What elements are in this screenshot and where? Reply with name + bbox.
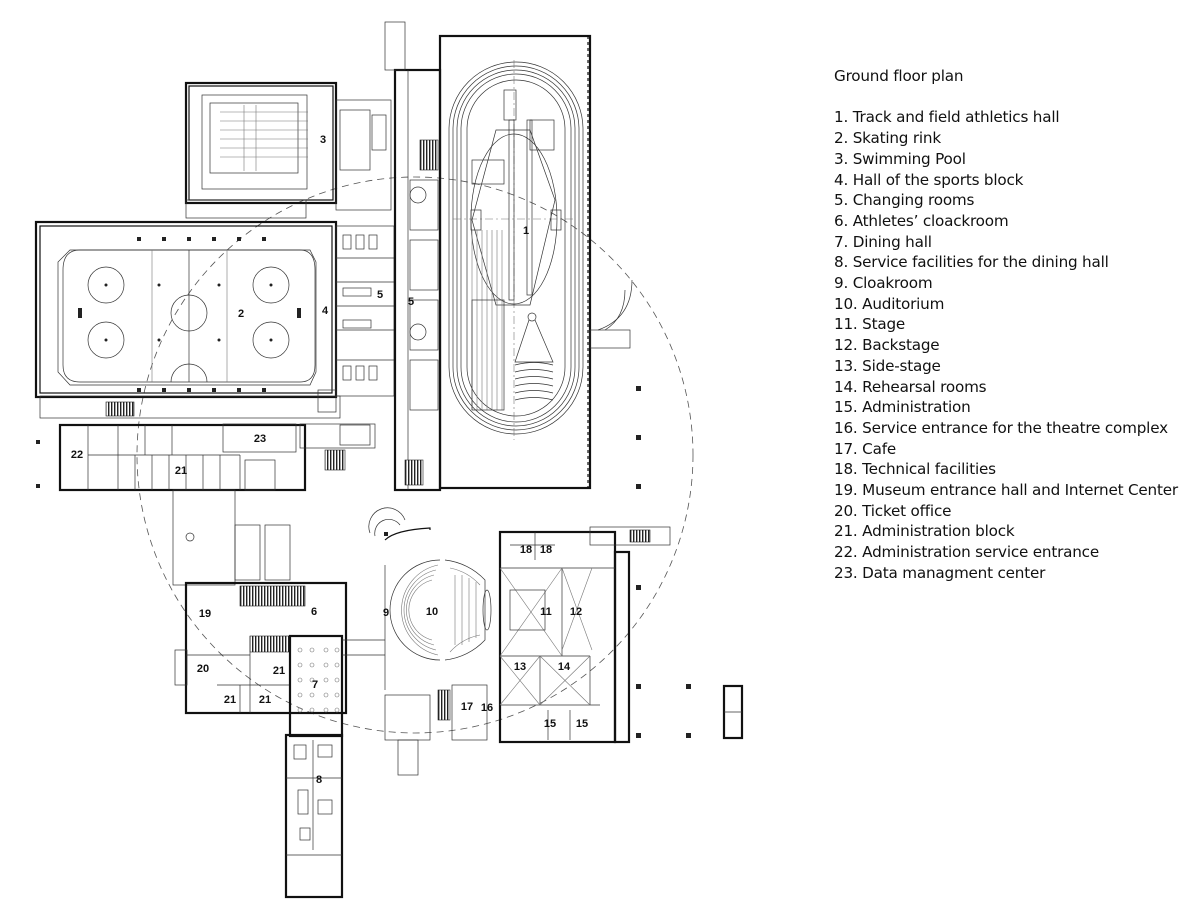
legend-item: 2. Skating rink (834, 129, 941, 148)
legend-item: 22. Administration service entrance (834, 543, 1099, 562)
room-label-15a: 15 (544, 718, 556, 730)
legend-item: 6. Athletes’ cloackroom (834, 211, 1009, 230)
legend: Ground floor plan 1. Track and field ath… (834, 66, 1178, 584)
legend-title: Ground floor plan (834, 67, 964, 85)
skating-rink-block (34, 220, 395, 419)
room-label-21a: 21 (175, 465, 187, 477)
dining-block (174, 581, 385, 899)
legend-item: 9. Cloakroom (834, 274, 933, 293)
legend-item: 18. Technical facilities (834, 460, 996, 479)
room-label-18a: 18 (520, 544, 532, 556)
room-label-14: 14 (558, 661, 571, 673)
room-label-8: 8 (316, 774, 322, 786)
legend-item: 5. Changing rooms (834, 191, 975, 210)
legend-item: 20. Ticket office (834, 501, 952, 520)
site-circle-dashed (136, 176, 694, 734)
room-label-5a: 5 (377, 289, 383, 301)
room-label-10: 10 (426, 606, 438, 618)
athletics-hall (438, 34, 641, 490)
room-label-17: 17 (461, 701, 473, 713)
lobby-link (172, 489, 406, 586)
room-label-21b: 21 (273, 665, 285, 677)
legend-item: 21. Administration block (834, 522, 1015, 541)
room-label-21c: 21 (224, 694, 236, 706)
legend-item: 11. Stage (834, 315, 906, 334)
room-label-7: 7 (312, 679, 318, 691)
administration-block (36, 423, 376, 492)
legend-item: 10. Auditorium (834, 294, 945, 313)
legend-item: 13. Side-stage (834, 356, 941, 375)
central-corridor (384, 21, 442, 492)
room-label-22: 22 (71, 449, 83, 461)
theatre-complex (384, 526, 744, 776)
legend-item: 7. Dining hall (834, 232, 932, 251)
room-label-13: 13 (514, 661, 526, 673)
legend-item: 1. Track and field athletics hall (834, 108, 1060, 127)
legend-item: 3. Swimming Pool (834, 149, 966, 168)
legend-item: 4. Hall of the sports block (834, 170, 1024, 189)
legend-item: 8. Service facilities for the dining hal… (834, 253, 1109, 272)
room-label-6: 6 (311, 606, 317, 618)
room-label-18b: 18 (540, 544, 552, 556)
room-label-2: 2 (238, 308, 244, 320)
legend-item: 15. Administration (834, 398, 971, 417)
room-label-12: 12 (570, 606, 582, 618)
room-labels: 1 2 3 4 5 5 6 7 8 9 10 11 12 13 14 15 15… (71, 134, 588, 786)
room-label-15b: 15 (576, 718, 588, 730)
room-label-19: 19 (199, 608, 211, 620)
room-label-11: 11 (540, 606, 552, 618)
legend-item: 12. Backstage (834, 336, 940, 355)
room-label-21d: 21 (259, 694, 271, 706)
room-label-3: 3 (320, 134, 326, 146)
room-label-5b: 5 (408, 296, 414, 308)
legend-item: 14. Rehearsal rooms (834, 377, 987, 396)
room-label-4: 4 (322, 305, 329, 317)
room-label-20: 20 (197, 663, 209, 675)
room-label-16: 16 (481, 702, 493, 714)
room-label-23: 23 (254, 433, 266, 445)
legend-item: 19. Museum entrance hall and Internet Ce… (834, 481, 1178, 500)
legend-item: 17. Cafe (834, 439, 896, 458)
swimming-pool-block (184, 81, 392, 219)
legend-item: 16. Service entrance for the theatre com… (834, 418, 1168, 437)
room-label-9: 9 (383, 607, 389, 619)
legend-item: 23. Data managment center (834, 563, 1046, 582)
room-label-1: 1 (523, 225, 529, 237)
